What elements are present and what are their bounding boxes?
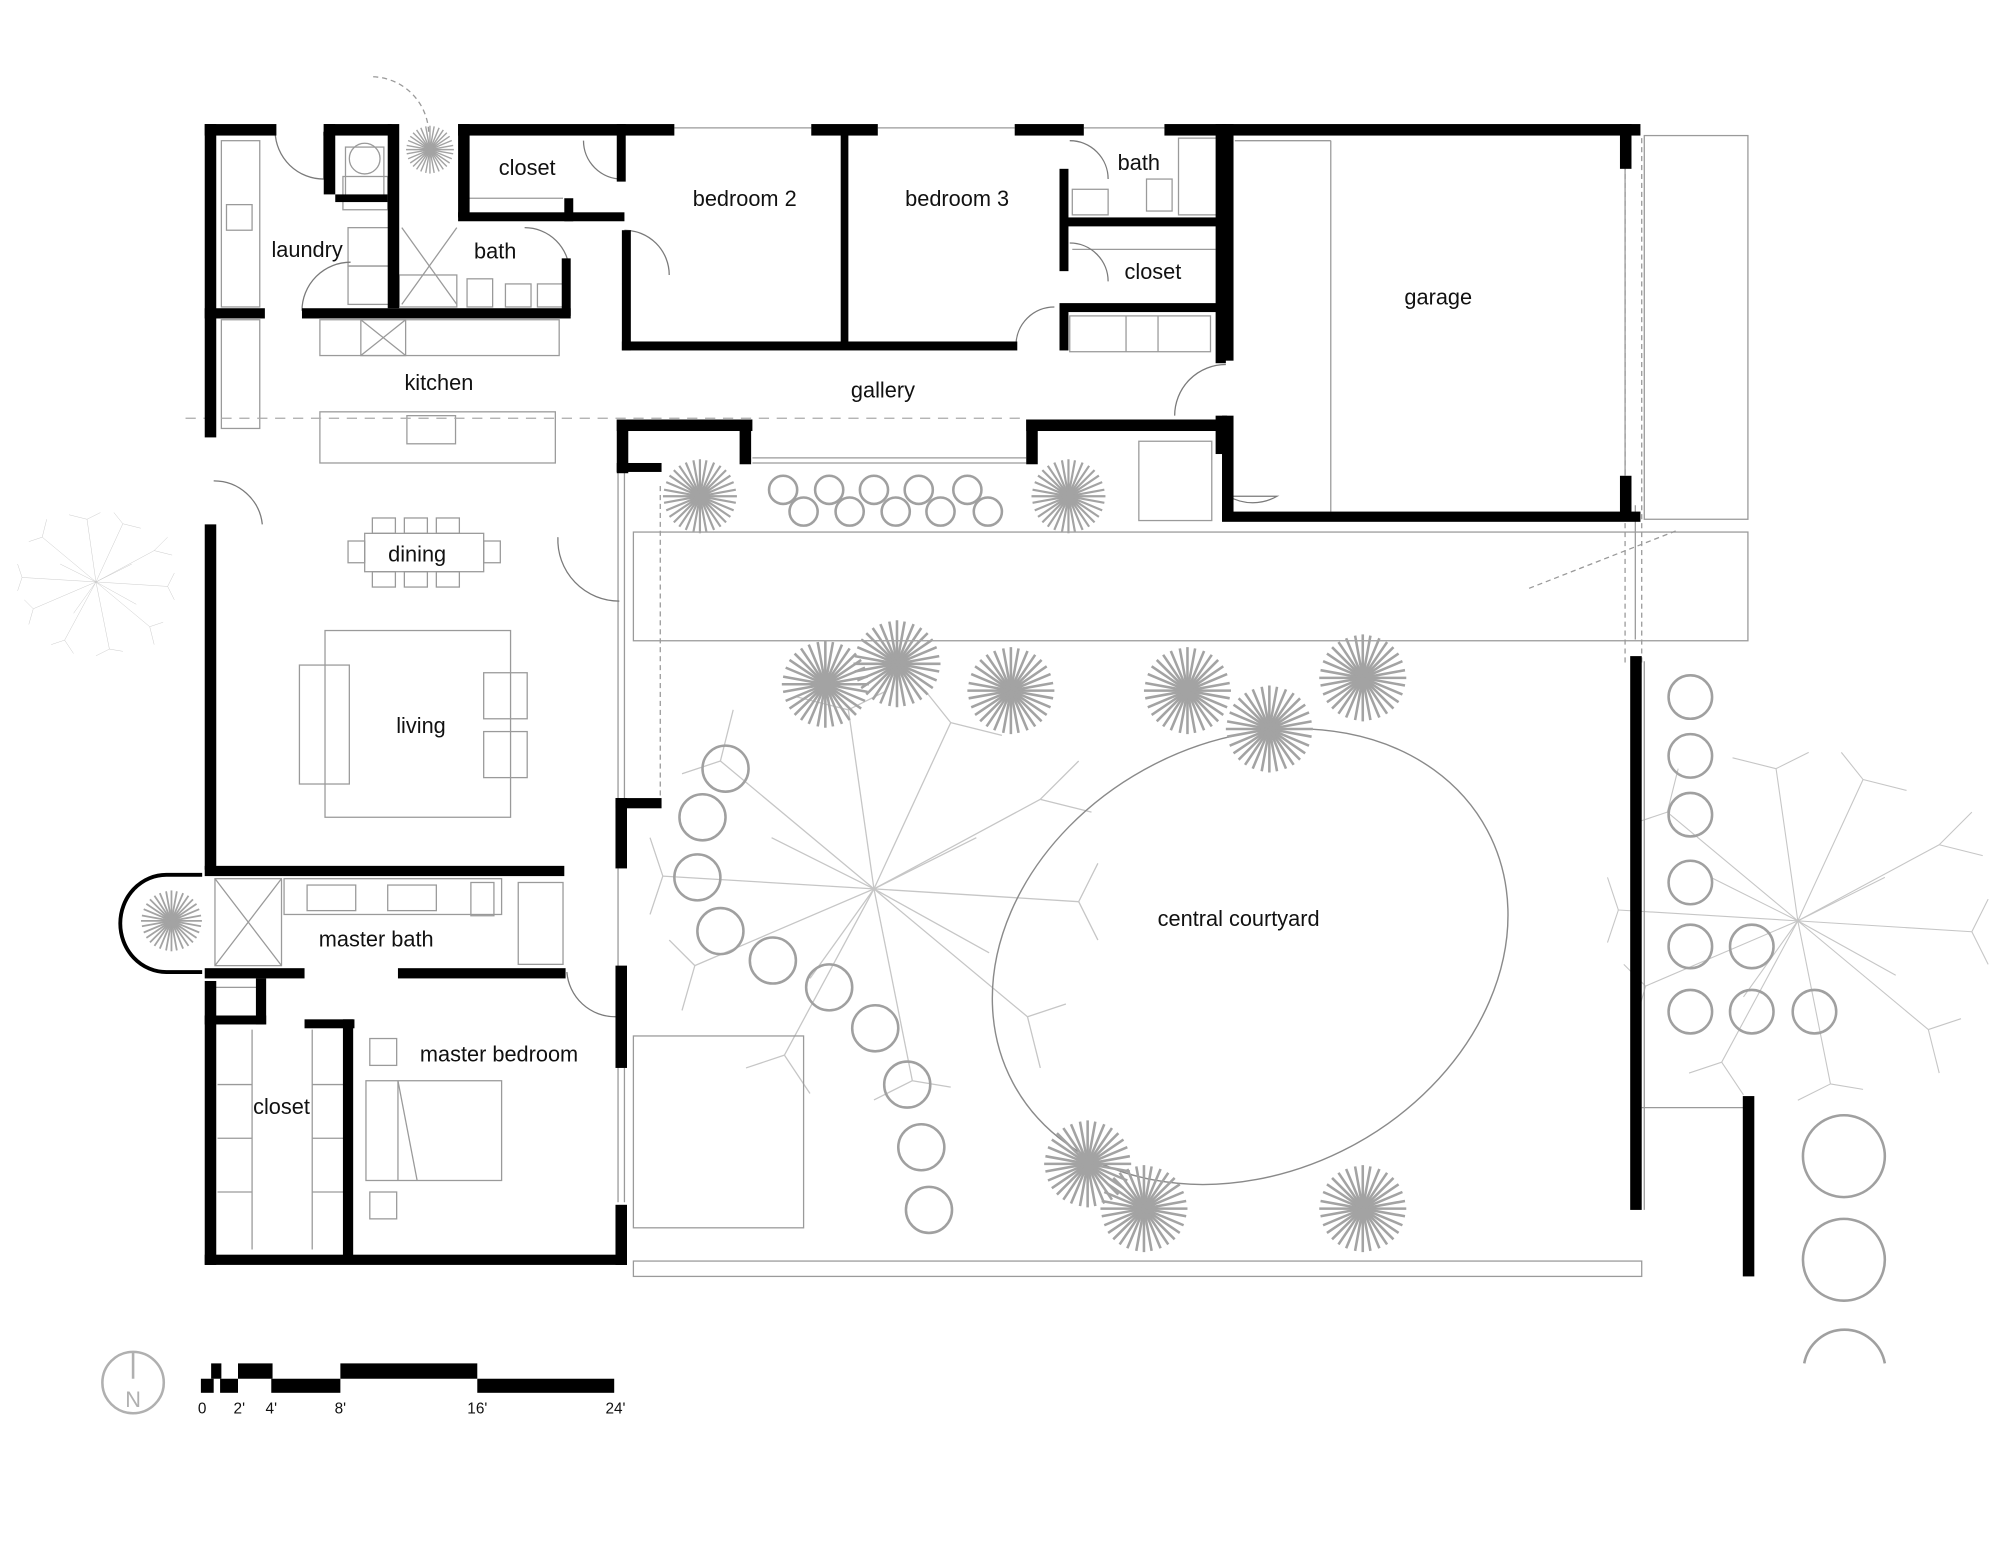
garage-apron — [1643, 134, 1749, 520]
tree-west — [17, 512, 175, 657]
scale-bar — [200, 1363, 615, 1393]
label-bedroom-2: bedroom 2 — [693, 186, 797, 211]
door-swings — [213, 76, 1280, 1018]
shrub-6 — [1317, 633, 1408, 723]
scale-bar-ticks: 0 2' 4' 8' 16' 24' — [198, 1400, 626, 1417]
shrub-9 — [1317, 1163, 1408, 1254]
bottom-edge-strip — [632, 1260, 1643, 1278]
label-bath-top-right: bath — [1118, 150, 1160, 175]
label-closet-right: closet — [1125, 259, 1182, 284]
tree-east — [1606, 751, 1989, 1101]
north-label: N — [125, 1387, 141, 1412]
label-master-bedroom: master bedroom — [420, 1042, 578, 1067]
walls — [204, 124, 1755, 1277]
scale-tick-16: 16' — [467, 1400, 487, 1417]
courtyard-oval — [991, 728, 1509, 1186]
label-garage: garage — [1404, 284, 1472, 309]
tree-courtyard — [649, 690, 1099, 1101]
shrub-5 — [1224, 684, 1315, 774]
room-labels: laundry closet bath bedroom 2 bedroom 3 … — [253, 150, 1472, 1119]
garden-curve-wall — [118, 872, 203, 974]
courtyard-stepping-stones — [673, 744, 954, 1235]
terrace-stones — [767, 474, 1004, 527]
patio-pad — [632, 1035, 805, 1229]
scale-tick-2: 2' — [234, 1400, 246, 1417]
shrub-7 — [1042, 1119, 1133, 1209]
label-bath-top-left: bath — [474, 238, 516, 263]
north-arrow-icon: N — [101, 1350, 166, 1415]
shrub-1 — [780, 639, 871, 730]
label-kitchen: kitchen — [404, 370, 473, 395]
label-bedroom-3: bedroom 3 — [905, 186, 1009, 211]
label-closet-master: closet — [253, 1094, 310, 1119]
label-central-courtyard: central courtyard — [1158, 906, 1320, 931]
shrub-entry — [405, 125, 455, 175]
label-dining: dining — [388, 541, 446, 566]
scale-tick-8: 8' — [335, 1400, 347, 1417]
east-stones — [1667, 674, 1887, 1364]
scale-tick-0: 0 — [198, 1400, 207, 1417]
shrub-4 — [1142, 645, 1233, 736]
shrub-master-bath — [140, 889, 203, 953]
label-master-bath: master bath — [319, 926, 434, 951]
terrace-strip — [632, 531, 1749, 642]
shrub-terrace-east — [1030, 458, 1107, 535]
shrub-terrace-west — [661, 458, 739, 535]
scale-tick-4: 4' — [266, 1400, 278, 1417]
shrub-3 — [966, 645, 1056, 736]
label-closet-top: closet — [499, 155, 556, 180]
label-laundry: laundry — [271, 237, 342, 262]
scale-tick-24: 24' — [605, 1400, 625, 1417]
shrub-8 — [1099, 1163, 1189, 1254]
label-living: living — [396, 713, 446, 738]
label-gallery: gallery — [851, 378, 915, 403]
shrub-2 — [852, 619, 942, 709]
